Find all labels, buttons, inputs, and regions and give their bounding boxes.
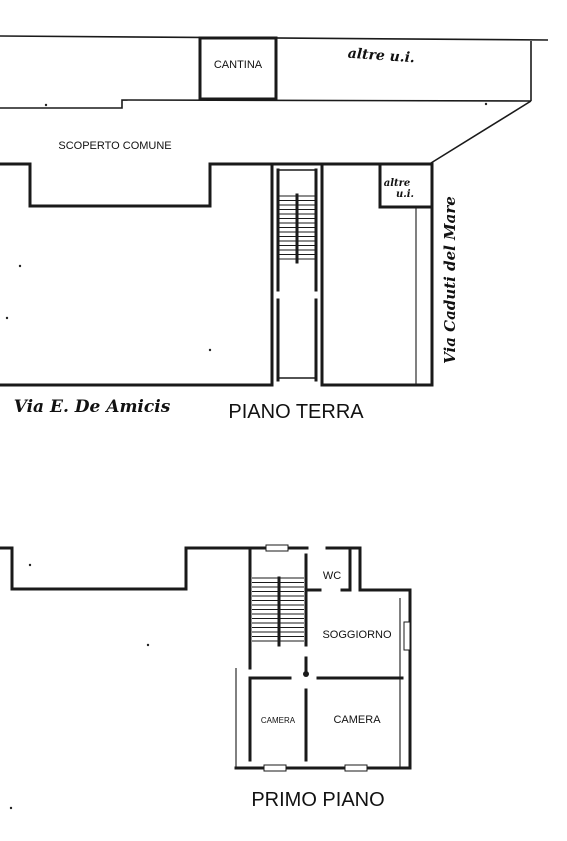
window-mark bbox=[403, 621, 411, 651]
scan-speck bbox=[18, 264, 22, 268]
cantina-room bbox=[198, 36, 278, 101]
camera-small-label: CAMERA bbox=[261, 716, 296, 725]
ground-east-wall bbox=[320, 162, 434, 387]
ground-floor-plan: CANTINA SCOPERTO COMUNE altre u.i. altre… bbox=[0, 35, 549, 423]
soggiorno-label: SOGGIORNO bbox=[322, 629, 392, 641]
camera-label: CAMERA bbox=[333, 714, 381, 726]
ground-small-unit-box bbox=[378, 162, 434, 209]
wc-bottom-right bbox=[340, 546, 352, 592]
wc-label: WC bbox=[323, 570, 341, 582]
ground-court-edge bbox=[0, 162, 434, 208]
scan-speck bbox=[146, 643, 150, 647]
window-mark bbox=[263, 764, 287, 772]
street-caduti-del-mare-label: Via Caduti del Mare bbox=[441, 196, 459, 364]
ground-upper-strip-bottom bbox=[0, 99, 532, 109]
first-court-edge bbox=[0, 546, 309, 591]
window-mark bbox=[344, 764, 368, 772]
street-de-amicis-label: Via E. De Amicis bbox=[14, 397, 171, 417]
first-floor-plan: WC SOGGIORNO CAMERA CAMERA PRIMO PIANO bbox=[0, 544, 412, 811]
scan-speck bbox=[208, 348, 212, 352]
scan-speck bbox=[5, 316, 9, 320]
altre-ui-small-label-2: u.i. bbox=[396, 189, 414, 200]
scan-speck bbox=[9, 806, 13, 810]
altre-ui-small-label-1: altre bbox=[384, 178, 411, 189]
cantina-label: CANTINA bbox=[214, 59, 263, 71]
altre-ui-label: altre u.i. bbox=[347, 46, 415, 67]
window-mark bbox=[265, 544, 289, 552]
scoperto-comune-label: SCOPERTO COMUNE bbox=[58, 140, 171, 152]
piano-terra-title: PIANO TERRA bbox=[228, 401, 364, 423]
ground-stair-left-wall bbox=[0, 162, 274, 387]
ground-diagonal-boundary bbox=[430, 100, 532, 164]
scan-speck bbox=[44, 103, 48, 107]
scan-speck bbox=[28, 563, 32, 567]
scan-speck bbox=[484, 102, 488, 106]
primo-piano-title: PRIMO PIANO bbox=[251, 789, 384, 811]
hall-column bbox=[303, 671, 309, 677]
